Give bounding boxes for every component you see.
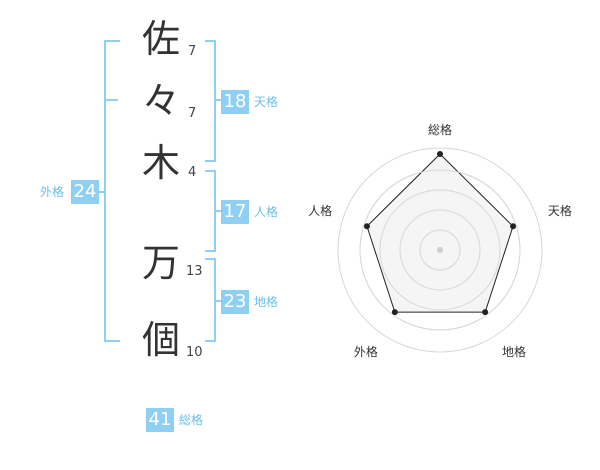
name-char-4: 万 [141, 241, 180, 285]
chikaku-value: 23 [221, 290, 249, 314]
radar-inner-ring-4 [359, 169, 521, 331]
tenkaku-bracket [205, 40, 216, 162]
tenkaku-value: 18 [221, 90, 249, 114]
radar-inner-ring-1 [419, 229, 461, 271]
chikaku-label: 地格 [254, 295, 279, 309]
stroke-count-4: 13 [186, 264, 203, 279]
name-char-5: 個 [141, 318, 180, 362]
tenkaku-connector [214, 99, 221, 101]
radar-axis-label-2: 天格 [548, 203, 572, 218]
radar-axis-label-5: 人格 [308, 203, 332, 218]
gaikaku-bracket [104, 40, 120, 342]
radar-center-dot [437, 247, 443, 253]
radar-axis-label-1: 総格 [428, 122, 452, 137]
chikaku-connector [214, 300, 221, 302]
soukaku-label: 総格 [179, 413, 204, 427]
name-char-1: 佐 [141, 17, 180, 61]
radar-inner-ring-3 [379, 189, 501, 311]
radar-point-2 [510, 223, 517, 230]
radar-ring-5 [337, 147, 543, 353]
stroke-count-2: 7 [188, 106, 197, 121]
radar-point-5 [363, 223, 370, 230]
stroke-count-5: 10 [186, 345, 203, 360]
jinkaku-value: 17 [221, 200, 249, 224]
radar-point-3 [482, 309, 489, 316]
radar-axis-label-3: 地格 [502, 344, 526, 359]
radar-inner-ring-2 [399, 209, 481, 291]
radar-axis-label-4: 外格 [354, 344, 378, 359]
tenkaku-label: 天格 [254, 95, 279, 109]
gaikaku-bracket-tick [106, 99, 118, 101]
radar-point-4 [391, 309, 398, 316]
stroke-count-1: 7 [188, 44, 197, 59]
radar-point-1 [437, 151, 443, 157]
soukaku-value: 41 [146, 408, 174, 432]
gaikaku-value: 24 [71, 180, 99, 204]
jinkaku-label: 人格 [254, 205, 279, 219]
radar-area [366, 153, 514, 313]
name-char-3: 木 [141, 141, 180, 185]
gaikaku-connector [98, 191, 106, 193]
name-char-2: 々 [141, 79, 180, 123]
jinkaku-connector [214, 210, 221, 212]
gaikaku-label: 外格 [40, 185, 65, 199]
stroke-count-3: 4 [188, 165, 197, 180]
